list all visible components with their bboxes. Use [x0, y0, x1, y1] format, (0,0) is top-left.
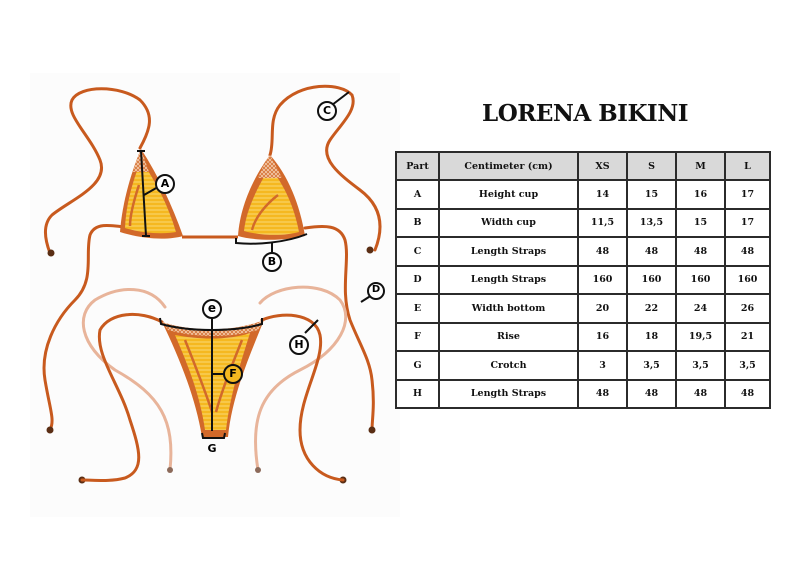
table-row: C Length Straps 48 48 48 48	[395, 236, 771, 267]
cell-s: 48	[626, 236, 677, 267]
measurement-labels	[155, 101, 385, 384]
header-s: S	[626, 151, 677, 181]
label-h: H	[294, 338, 304, 351]
bottom-back-beads	[167, 467, 261, 473]
cell-part: F	[395, 321, 440, 352]
label-a: A	[160, 177, 170, 190]
document-title: LORENA BIKINI	[482, 100, 688, 127]
cell-l: 48	[724, 378, 771, 409]
cell-measurement: Length Straps	[438, 378, 579, 409]
cell-measurement: Height cup	[438, 179, 579, 210]
cell-l: 48	[724, 236, 771, 267]
label-d: D	[371, 284, 381, 295]
cell-measurement: Length Straps	[438, 236, 579, 267]
header-m: M	[675, 151, 726, 181]
cell-m: 19,5	[675, 321, 726, 352]
measurement-lines	[137, 91, 373, 439]
cell-l: 17	[724, 179, 771, 210]
cell-m: 24	[675, 293, 726, 324]
table-row: D Length Straps 160 160 160 160	[395, 264, 771, 295]
table-row: B Width cup 11,5 13,5 15 17	[395, 207, 771, 238]
label-e: e	[207, 301, 217, 315]
cell-part: B	[395, 207, 440, 238]
cell-l: 160	[724, 264, 771, 295]
bottom-back-straps	[81, 285, 348, 472]
table-header-row: Part Centimeter (cm) XS S M L	[395, 151, 771, 181]
cell-m: 48	[675, 378, 726, 409]
cell-xs: 20	[577, 293, 628, 324]
cell-xs: 16	[577, 321, 628, 352]
cell-m: 15	[675, 207, 726, 238]
cell-s: 3,5	[626, 350, 677, 381]
cell-m: 160	[675, 264, 726, 295]
bottom-side-straps	[80, 312, 345, 482]
cell-part: H	[395, 378, 440, 409]
cell-m: 48	[675, 236, 726, 267]
label-b: B	[267, 255, 277, 268]
cell-s: 18	[626, 321, 677, 352]
cell-s: 13,5	[626, 207, 677, 238]
table-row: F Rise 16 18 19,5 21	[395, 321, 771, 352]
header-xs: XS	[577, 151, 628, 181]
cell-l: 21	[724, 321, 771, 352]
label-g: G	[207, 442, 217, 455]
cell-m: 16	[675, 179, 726, 210]
size-chart-table: Part Centimeter (cm) XS S M L A Height c…	[395, 151, 771, 409]
cell-measurement: Width bottom	[438, 293, 579, 324]
table-row: A Height cup 14 15 16 17	[395, 179, 771, 210]
cell-l: 3,5	[724, 350, 771, 381]
left-cup	[120, 149, 183, 239]
label-f: F	[229, 367, 237, 380]
cell-s: 160	[626, 264, 677, 295]
cell-measurement: Length Straps	[438, 264, 579, 295]
cell-l: 17	[724, 207, 771, 238]
right-cup	[238, 155, 305, 240]
cell-m: 3,5	[675, 350, 726, 381]
cell-part: D	[395, 264, 440, 295]
top-neck-strap-right	[268, 84, 382, 432]
cell-s: 48	[626, 378, 677, 409]
cell-xs: 14	[577, 179, 628, 210]
cell-xs: 48	[577, 378, 628, 409]
top-neck-strap-left	[42, 87, 151, 432]
header-centimeter: Centimeter (cm)	[438, 151, 579, 181]
cell-xs: 3	[577, 350, 628, 381]
cell-s: 15	[626, 179, 677, 210]
cell-part: E	[395, 293, 440, 324]
cell-part: A	[395, 179, 440, 210]
table-row: E Width bottom 20 22 24 26	[395, 293, 771, 324]
table-row: G Crotch 3 3,5 3,5 3,5	[395, 350, 771, 381]
header-l: L	[724, 151, 771, 181]
header-part: Part	[395, 151, 440, 181]
cell-l: 26	[724, 293, 771, 324]
cell-xs: 160	[577, 264, 628, 295]
cell-xs: 11,5	[577, 207, 628, 238]
cell-measurement: Rise	[438, 321, 579, 352]
cell-s: 22	[626, 293, 677, 324]
cell-measurement: Crotch	[438, 350, 579, 381]
label-c: C	[322, 104, 332, 117]
cell-part: G	[395, 350, 440, 381]
cell-measurement: Width cup	[438, 207, 579, 238]
cell-xs: 48	[577, 236, 628, 267]
cell-part: C	[395, 236, 440, 267]
table-row: H Length Straps 48 48 48 48	[395, 378, 771, 409]
